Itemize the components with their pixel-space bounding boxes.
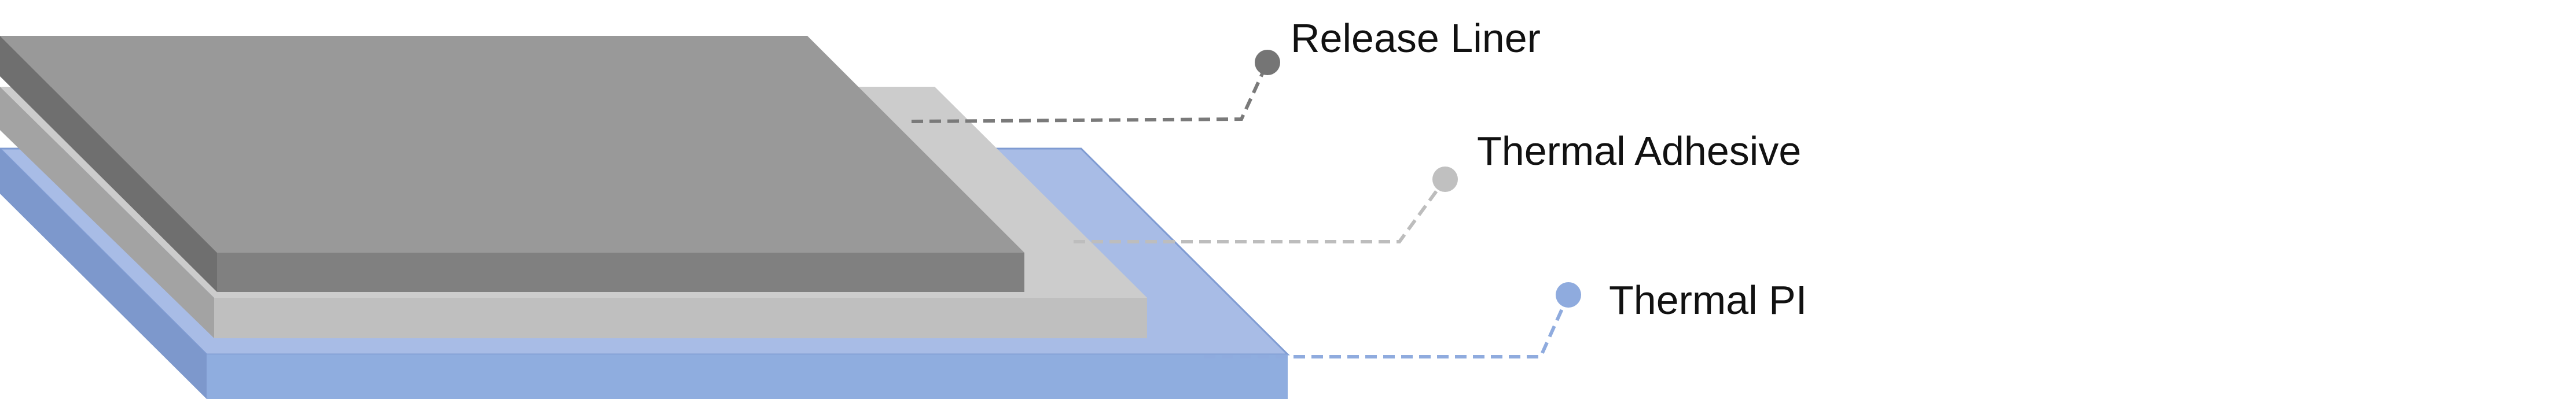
thermal-pi-leader-line [1204,294,1570,358]
thermal-pi-callout: Thermal PI [1204,278,1807,358]
thermal-adhesive-front-face [214,298,1147,338]
release-liner-callout: Release Liner [911,16,1541,123]
thermal-pi-marker-dot [1556,282,1581,308]
thermal-adhesive-callout: Thermal Adhesive [1074,128,1801,243]
thermal-adhesive-leader-line [1074,178,1447,243]
release-liner-leader-line [911,61,1269,123]
release-liner-marker-dot [1255,50,1280,75]
thermal-adhesive-label: Thermal Adhesive [1477,128,1801,173]
release-liner-label: Release Liner [1291,16,1541,61]
thermal-pi-label: Thermal PI [1609,278,1807,323]
release-liner-left-face [0,36,217,292]
thermal-pi-front-face [207,354,1288,399]
thermal-adhesive-left-face [0,87,214,338]
release-liner-front-face [217,253,1024,292]
release-liner-layer [0,36,1024,292]
thermal-pi-left-face [0,149,207,399]
thermal-adhesive-marker-dot [1432,167,1458,192]
release-liner-top-face [0,36,1024,253]
